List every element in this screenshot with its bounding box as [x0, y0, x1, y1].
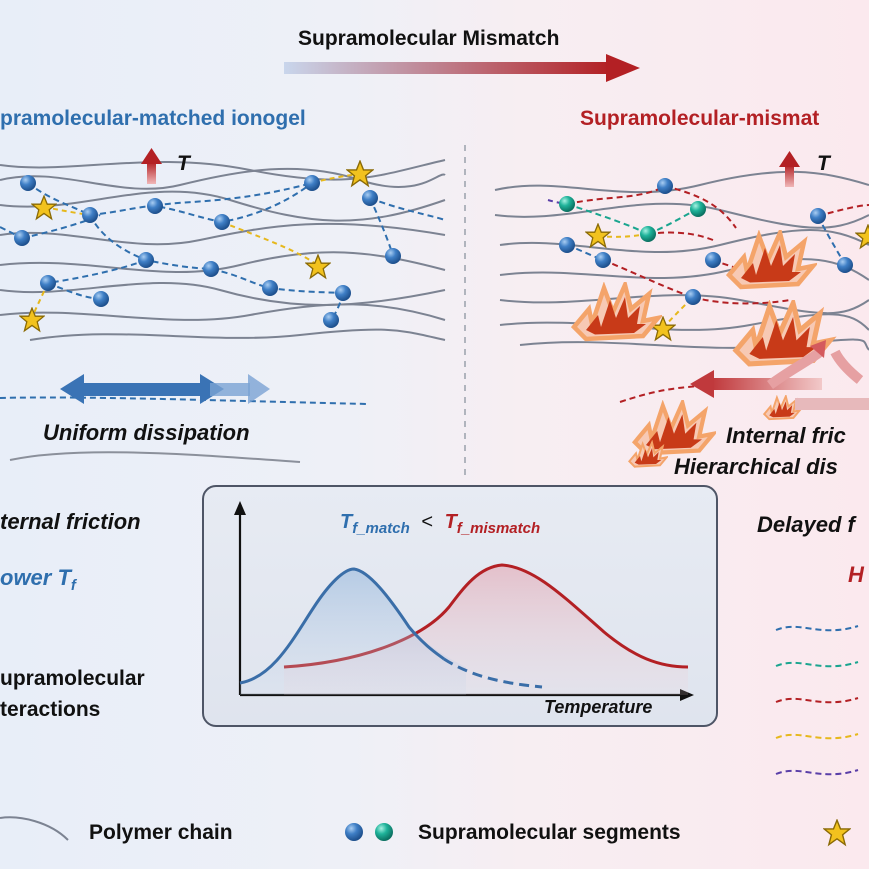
legend-supramolecular-segments: Supramolecular segments — [418, 821, 681, 844]
right-bond-legend — [775, 625, 859, 776]
left-beads — [14, 175, 401, 328]
uniform-dissipation-arrow — [0, 374, 369, 463]
lower-tf-text: ower T — [0, 565, 71, 590]
x-axis-label: Temperature — [544, 697, 653, 717]
internal-friction-left-label: ternal friction — [0, 509, 141, 534]
lower-tf-subscript: f — [70, 577, 76, 594]
inset-chart — [234, 501, 694, 701]
internal-friction-right-label: Internal fric — [726, 423, 846, 448]
delayed-label: Delayed f — [757, 512, 855, 537]
legend-polymer-chain: Polymer chain — [89, 821, 233, 844]
right-temperature-arrow — [779, 151, 800, 187]
tf-mismatch-subscript: f_mismatch — [456, 520, 541, 537]
interactions-label-line2: teractions — [0, 698, 101, 721]
y-axis-arrow — [234, 501, 246, 515]
left-star-bonds — [31, 173, 359, 319]
higher-label: H — [848, 562, 864, 587]
right-temperature-label: T — [817, 152, 830, 175]
tf-comparison: Tf_match < Tf_mismatch — [340, 511, 540, 537]
right-purple-bonds — [547, 199, 568, 205]
left-temperature-label: T — [177, 152, 190, 175]
left-polymer-chains — [0, 159, 446, 341]
legend-icons — [0, 816, 851, 846]
right-beads — [559, 178, 853, 305]
match-curve — [239, 567, 445, 685]
top-title: Supramolecular Mismatch — [298, 27, 560, 50]
less-than-sign: < — [421, 511, 433, 533]
inset-chart-panel: Tf_match < Tf_mismatch Temperature — [202, 485, 718, 727]
uniform-dissipation-label: Uniform dissipation — [43, 420, 250, 445]
match-curve-fill — [240, 569, 466, 695]
hierarchical-dissipation-label: Hierarchical dis — [674, 454, 838, 479]
left-temperature-arrow — [141, 148, 162, 184]
mismatch-arrow — [284, 54, 640, 82]
tf-match-symbol: T — [340, 511, 353, 533]
match-curve-tail — [443, 657, 543, 689]
lower-tf-label: ower Tf — [0, 565, 76, 594]
hierarchical-arrows — [619, 340, 869, 410]
interactions-label-line1: upramolecular — [0, 667, 145, 690]
left-panel-title: pramolecular-matched ionogel — [0, 107, 306, 130]
tf-match-subscript: f_match — [352, 520, 410, 537]
right-network — [494, 170, 869, 468]
left-network — [0, 159, 446, 341]
right-teal-bonds — [566, 203, 699, 235]
tf-mismatch-symbol: T — [444, 511, 457, 533]
right-panel-title: Supramolecular-mismat — [580, 107, 820, 130]
